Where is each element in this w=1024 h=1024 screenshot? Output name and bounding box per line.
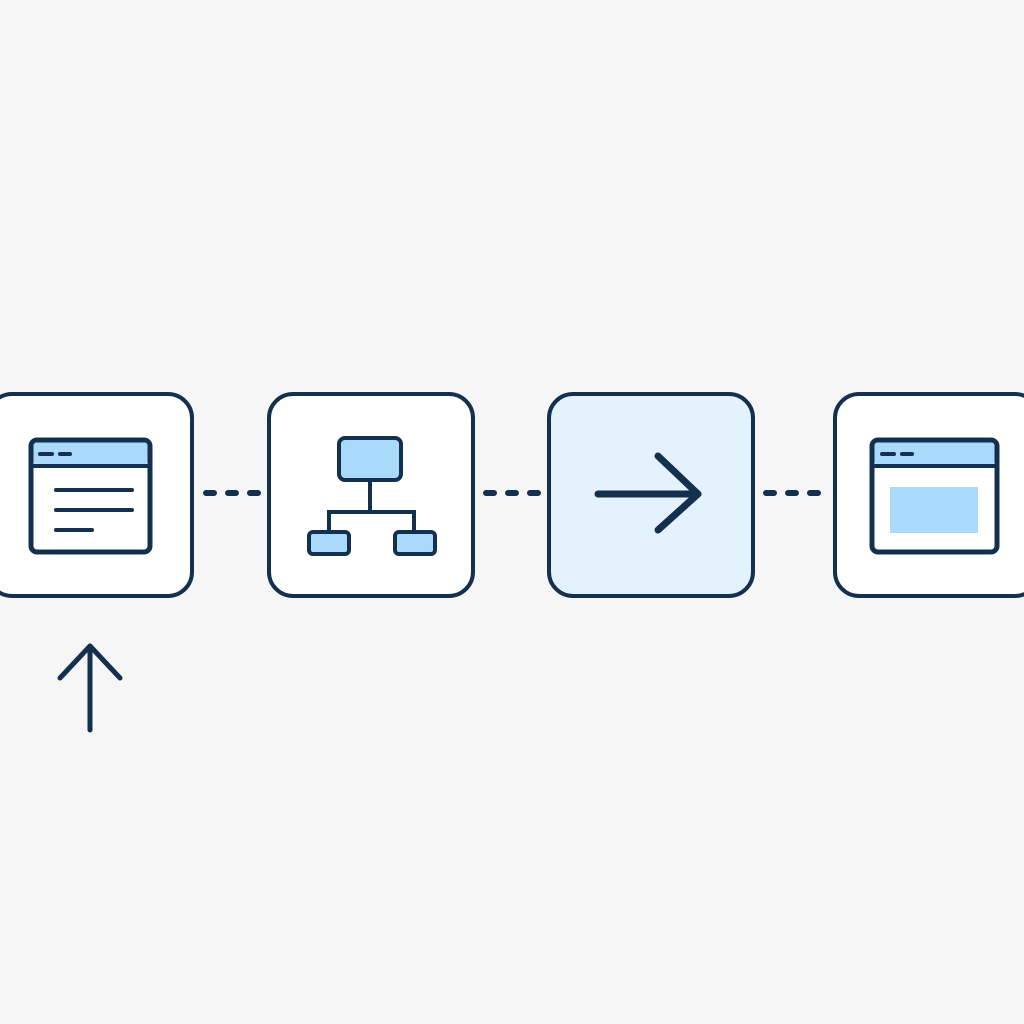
preview-window-icon [869,437,1000,555]
hierarchy-tree-icon [307,436,437,556]
step-card-document [0,392,194,598]
step-card-hierarchy [267,392,475,598]
document-window-icon [28,437,153,555]
arrow-up-icon [57,643,123,733]
step-card-action [547,392,755,598]
arrow-right-icon [594,452,702,534]
step-card-preview [833,392,1024,598]
